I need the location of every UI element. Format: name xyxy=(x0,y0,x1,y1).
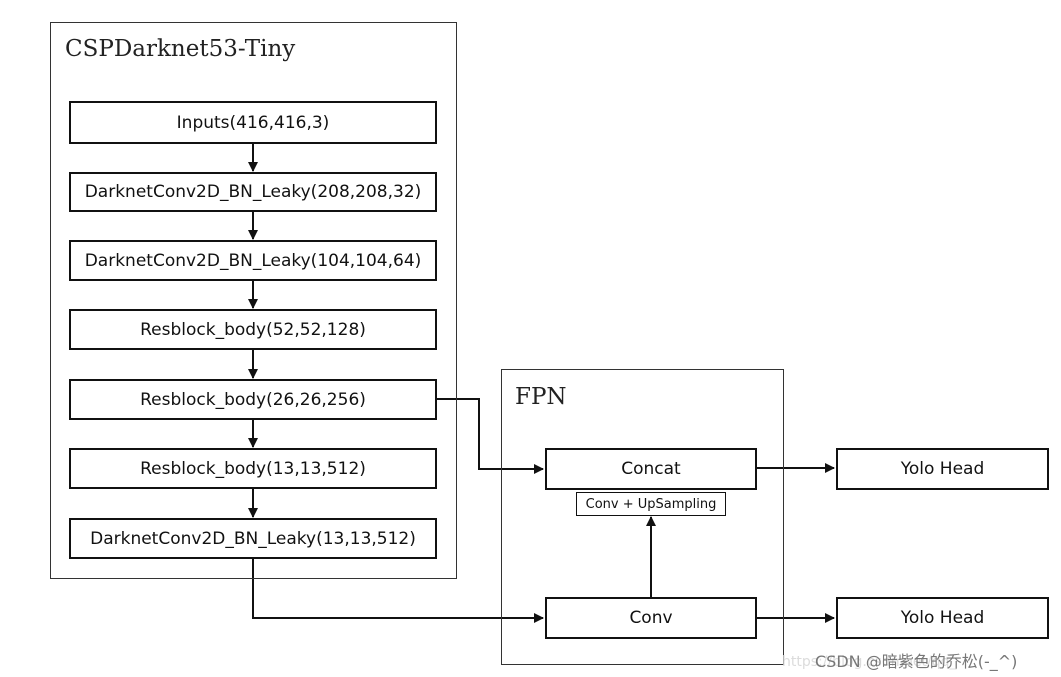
fpn-title: FPN xyxy=(515,384,567,410)
watermark-url: https://blog.csdn.net/qq_ xyxy=(782,654,957,670)
arrow-res2-to-concat xyxy=(436,398,544,474)
layer-resblock-26: Resblock_body(26,26,256) xyxy=(69,379,437,420)
layer-conv-208: DarknetConv2D_BN_Leaky(208,208,32) xyxy=(69,172,437,212)
watermark-text: CSDN @暗紫色的乔松(-_^) xyxy=(815,652,1018,671)
yolo-head-1: Yolo Head xyxy=(836,448,1049,490)
layer-inputs: Inputs(416,416,3) xyxy=(69,101,437,144)
layer-resblock-52: Resblock_body(52,52,128) xyxy=(69,309,437,350)
fpn-frame xyxy=(501,369,784,665)
upsampling-label: Conv + UpSampling xyxy=(576,492,726,516)
layer-conv-13: DarknetConv2D_BN_Leaky(13,13,512) xyxy=(69,518,437,559)
concat-box: Concat xyxy=(545,448,757,490)
backbone-frame xyxy=(50,22,457,579)
layer-conv-104: DarknetConv2D_BN_Leaky(104,104,64) xyxy=(69,240,437,281)
yolo-head-2: Yolo Head xyxy=(836,597,1049,639)
layer-resblock-13: Resblock_body(13,13,512) xyxy=(69,448,437,489)
fpn-conv-box: Conv xyxy=(545,597,757,639)
backbone-title: CSPDarknet53-Tiny xyxy=(65,36,296,62)
